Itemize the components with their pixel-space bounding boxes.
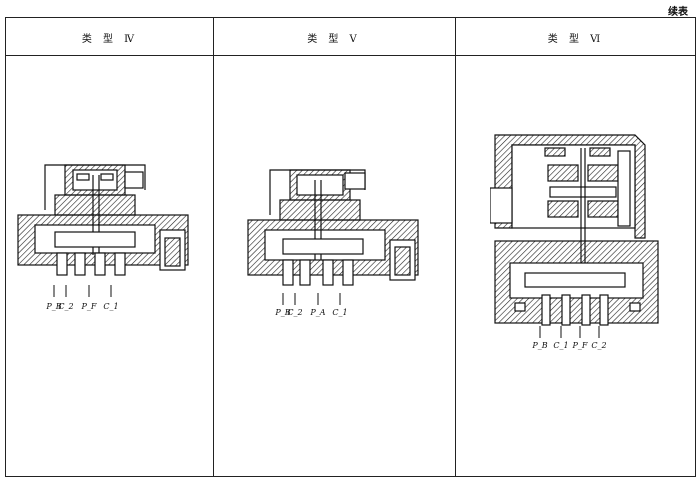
port-label: P_F [572, 341, 588, 350]
valve-type-table: 类 型 Ⅳ 类 型 Ⅴ 类 型 Ⅵ [5, 17, 696, 477]
header-type-6: 类 型 Ⅵ [547, 34, 605, 45]
port-label: P_B [46, 302, 62, 311]
port-label: C_2 [591, 341, 607, 350]
port-label: P_B [275, 308, 291, 317]
valve-drawing-type-5 [247, 169, 419, 286]
header-type-4: 类 型 Ⅳ [81, 34, 139, 45]
continued-table-label: 续表 [668, 7, 688, 18]
table-header-row [6, 18, 695, 56]
port-label: C_1 [103, 302, 119, 311]
port-label: P_A [310, 308, 326, 317]
port-label: C_2 [287, 308, 303, 317]
port-label: P_F [81, 302, 97, 311]
port-label: C_1 [553, 341, 569, 350]
port-label: C_2 [58, 302, 74, 311]
valve-drawing-type-6 [490, 134, 659, 326]
valve-drawing-type-4 [17, 164, 189, 276]
port-label: C_1 [332, 308, 348, 317]
column-divider [455, 18, 456, 476]
port-label: P_B [532, 341, 548, 350]
header-type-5: 类 型 Ⅴ [307, 34, 361, 45]
column-divider [213, 18, 214, 476]
